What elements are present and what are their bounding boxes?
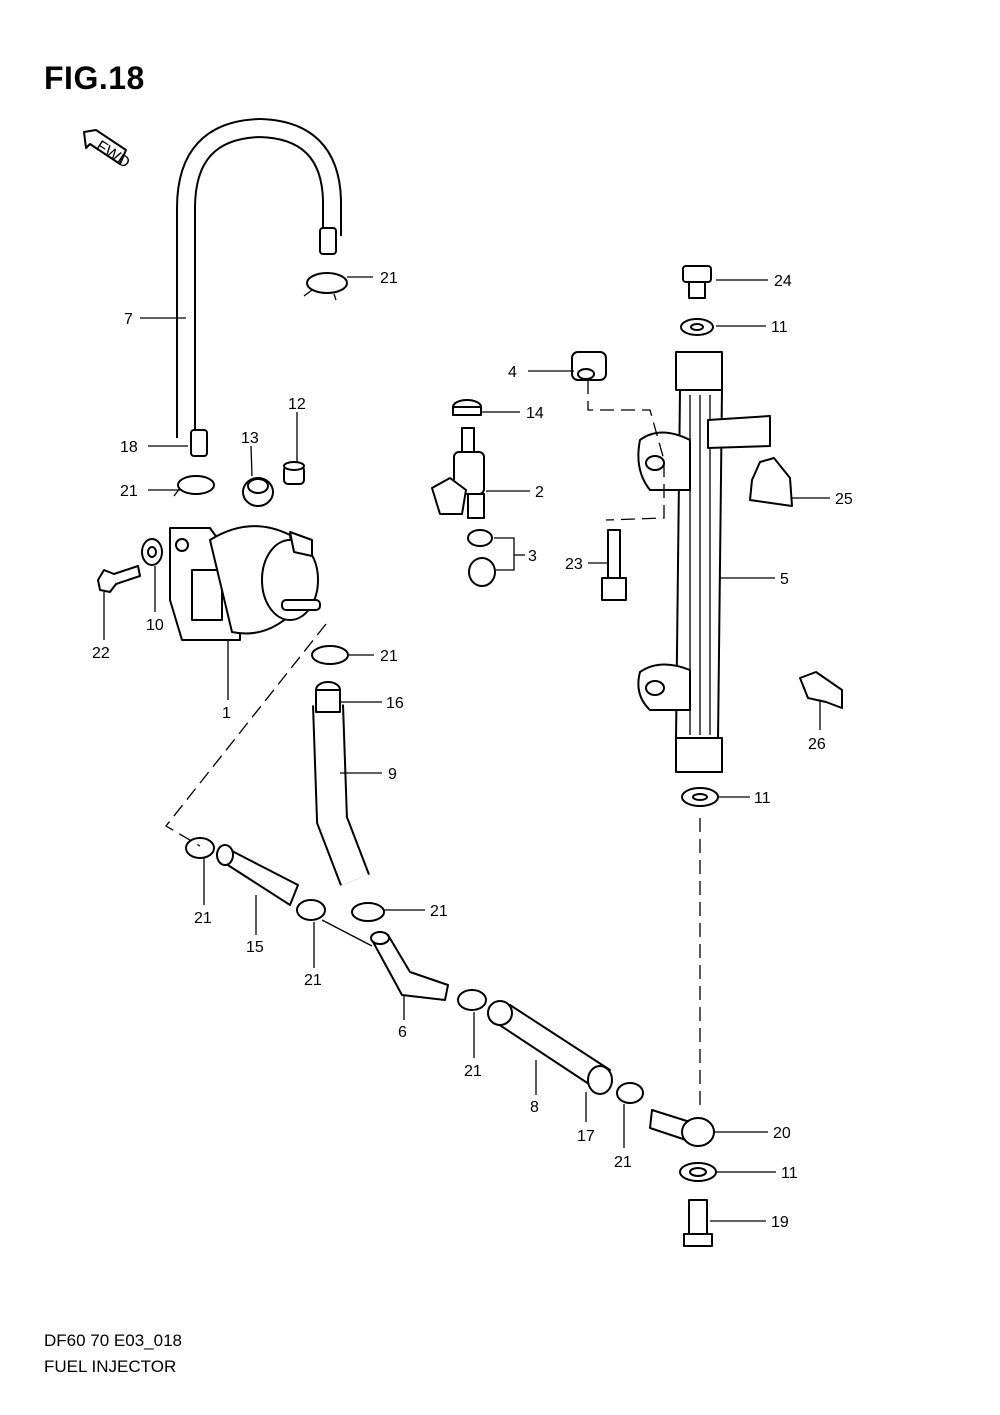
callout: 14 xyxy=(526,405,544,422)
oring-3 xyxy=(467,529,496,587)
assembly-line-15-6 xyxy=(321,919,373,947)
callout: 21 xyxy=(380,270,398,287)
bolt-23 xyxy=(601,529,627,601)
clamp-21-mid xyxy=(311,645,349,665)
callout-labels: 21 24 11 7 4 14 12 13 18 2 21 25 3 23 5 … xyxy=(92,270,853,1231)
clip-25 xyxy=(749,457,793,507)
elbow-6 xyxy=(370,931,449,1001)
callout: 13 xyxy=(241,430,259,447)
hose-7 xyxy=(176,117,342,457)
clamp-21-lowleft xyxy=(185,837,215,859)
callout: 16 xyxy=(386,695,404,712)
callout: 21 xyxy=(304,972,322,989)
callout: 24 xyxy=(774,273,792,290)
clamp-21-low5 xyxy=(616,1082,644,1104)
callout: 17 xyxy=(577,1128,595,1145)
bolt-19 xyxy=(683,1199,713,1247)
bolt-24 xyxy=(682,265,712,299)
callout: 21 xyxy=(380,648,398,665)
clamp-21-top xyxy=(303,272,348,301)
callout: 22 xyxy=(92,645,110,662)
clamp-21-low3 xyxy=(351,902,385,922)
callout: 25 xyxy=(835,491,853,508)
fwd-arrow-icon: FWD xyxy=(83,129,133,172)
callout: 21 xyxy=(194,910,212,927)
callout: 21 xyxy=(464,1063,482,1080)
washer-11-mid xyxy=(681,787,719,807)
callout: 9 xyxy=(388,766,397,783)
callout: 15 xyxy=(246,939,264,956)
bolt-22 xyxy=(97,565,141,593)
callout: 8 xyxy=(530,1099,539,1116)
callout: 21 xyxy=(430,903,448,920)
cap-4 xyxy=(571,351,607,381)
washer-10 xyxy=(141,538,163,566)
callout: 12 xyxy=(288,396,306,413)
washer-11-bottom xyxy=(679,1162,717,1182)
assembly-line-4-23 xyxy=(587,380,665,521)
fuel-rail-5 xyxy=(637,351,771,773)
assembly-line-1-15 xyxy=(165,623,327,847)
callout: 6 xyxy=(398,1024,407,1041)
fuel-filter-1 xyxy=(169,525,321,641)
fuel-filter-8 xyxy=(487,1000,613,1095)
callout: 4 xyxy=(508,364,517,381)
seal-14 xyxy=(452,399,482,416)
figure-title: FIG.18 xyxy=(44,60,145,96)
injector-2 xyxy=(431,427,485,519)
part-12 xyxy=(283,461,305,485)
washer-11-top xyxy=(680,318,714,336)
callout: 19 xyxy=(771,1214,789,1231)
diagram-code: DF60 70 E03_018 xyxy=(44,1331,182,1350)
callout: 7 xyxy=(124,311,133,328)
callout: 26 xyxy=(808,736,826,753)
clamp-21-low4 xyxy=(457,989,487,1011)
callout: 11 xyxy=(781,1165,798,1182)
clamp-21-low2 xyxy=(296,899,326,921)
hose-9 xyxy=(312,681,370,886)
callout: 18 xyxy=(120,439,138,456)
callout: 21 xyxy=(120,483,138,500)
callout: 21 xyxy=(614,1154,632,1171)
hose-15 xyxy=(216,844,299,906)
callout: 20 xyxy=(773,1125,791,1142)
clip-26 xyxy=(799,671,843,709)
part-13 xyxy=(242,477,274,507)
diagram-name: FUEL INJECTOR xyxy=(44,1357,177,1376)
callout: 10 xyxy=(146,617,164,634)
clamp-21-left xyxy=(173,475,215,497)
union-20 xyxy=(649,1109,715,1147)
callout: 5 xyxy=(780,571,789,588)
callout: 23 xyxy=(565,556,583,573)
callout: 1 xyxy=(222,705,231,722)
callout: 11 xyxy=(754,790,771,807)
callout: 3 xyxy=(528,548,537,565)
callout: 2 xyxy=(535,484,544,501)
callout: 11 xyxy=(771,319,788,336)
